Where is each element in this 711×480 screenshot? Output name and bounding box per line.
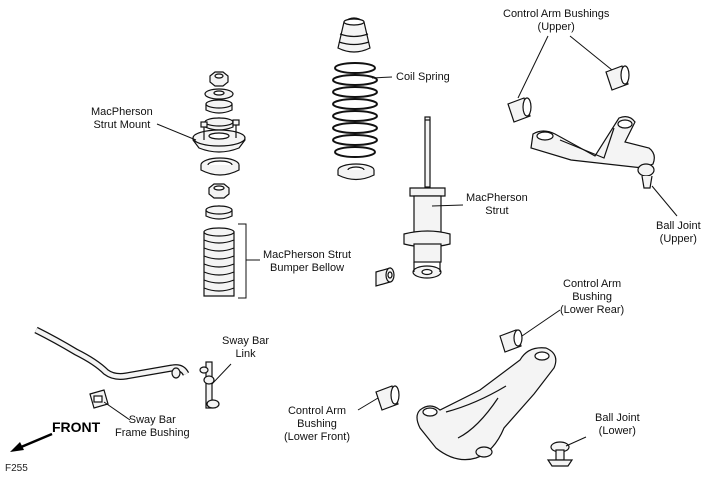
label-macpherson-strut: MacPherson Strut <box>466 192 528 217</box>
front-arrow-icon <box>10 432 53 452</box>
label-strut-bumper-bellow: MacPherson Strut Bumper Bellow <box>263 249 352 274</box>
lower-front-bushing-art <box>375 385 400 411</box>
upper-rubber-stop <box>337 17 371 53</box>
label-ball-joint-upper: Ball Joint (Upper) <box>656 220 701 245</box>
label-sway-bar-link: Sway Bar Link <box>222 335 270 360</box>
label-ball-joint-lower: Ball Joint (Lower) <box>595 412 640 437</box>
strut-body <box>403 116 451 279</box>
bumper-bellow <box>203 227 235 297</box>
lower-control-arm-art <box>416 347 557 461</box>
label-control-arm-bushings-upper: Control Arm Bushings (Upper) <box>503 8 610 33</box>
lower-rear-bushing-art <box>499 329 523 353</box>
frame-bushing-art <box>89 389 109 409</box>
front-label: FRONT <box>52 419 101 435</box>
upper-bushing-2 <box>605 65 630 91</box>
label-control-arm-bushing-lower-front: Control Arm Bushing (Lower Front) <box>284 405 351 443</box>
sway-bar-link-art <box>199 361 220 409</box>
label-macpherson-strut-mount: MacPherson Strut Mount <box>91 106 153 131</box>
strut-mount-stack <box>192 71 246 220</box>
upper-control-arm-art <box>530 116 655 189</box>
label-sway-bar-frame-bushing: Sway Bar Frame Bushing <box>115 414 190 439</box>
upper-bushing-1 <box>507 97 532 123</box>
label-control-arm-bushing-lower-rear: Control Arm Bushing (Lower Rear) <box>560 278 625 316</box>
label-coil-spring: Coil Spring <box>396 71 450 83</box>
figure-id: F255 <box>5 463 28 474</box>
leader-lines <box>103 35 678 447</box>
strut-bushing <box>375 267 395 287</box>
coil-spring-art <box>332 62 378 158</box>
lower-spring-seat <box>337 163 375 181</box>
lower-ball-joint-art <box>546 441 574 467</box>
